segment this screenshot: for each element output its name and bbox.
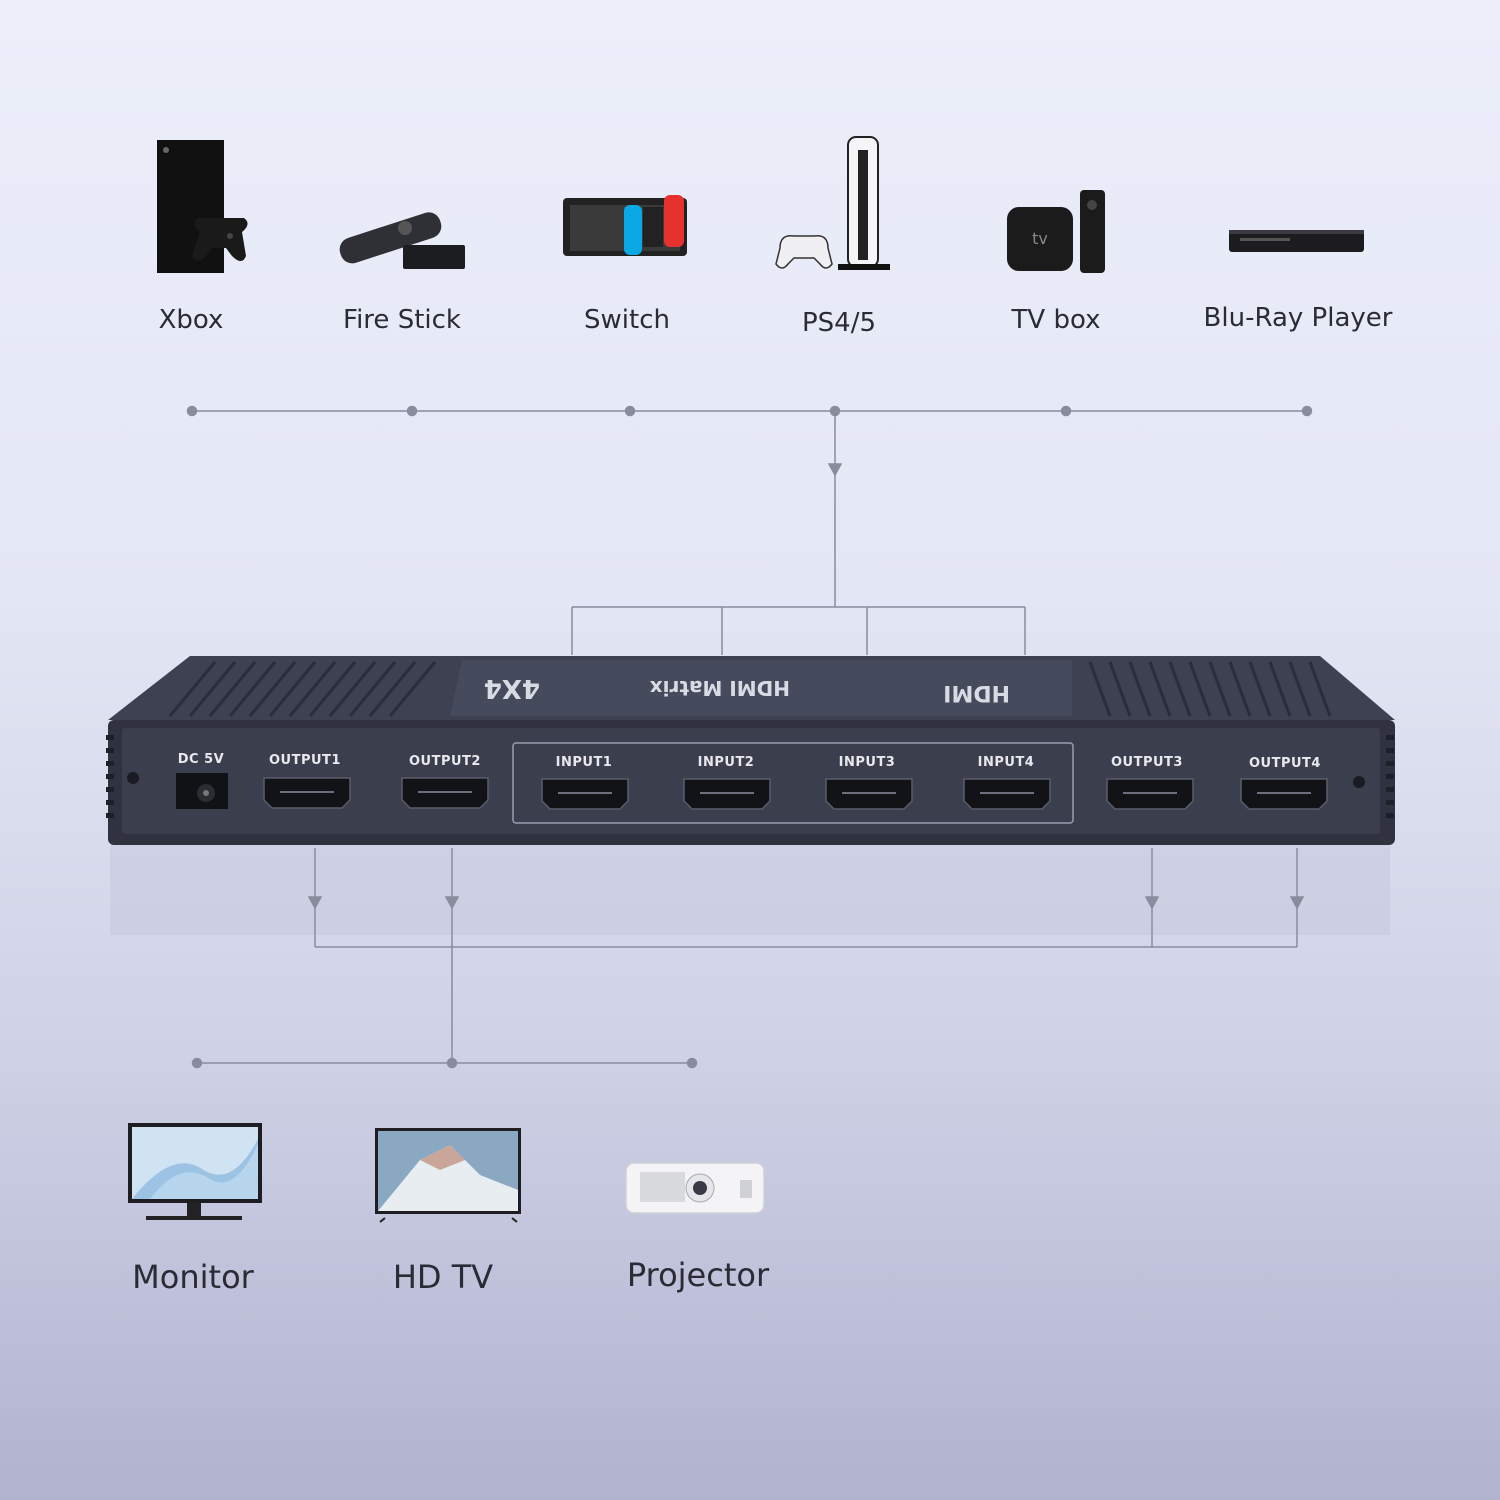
port-label-output4: OUTPUT4 — [1249, 756, 1321, 771]
connector-dot — [191, 1057, 203, 1069]
arrow-down-icon — [1289, 896, 1305, 910]
monitor-icon — [128, 1123, 262, 1220]
connector-dot — [1060, 405, 1072, 417]
connector-dot — [624, 405, 636, 417]
hdmi-logo: HDMI — [943, 680, 1010, 705]
projector-icon — [625, 1162, 765, 1214]
blu-ray-player-icon — [1229, 230, 1364, 252]
fire-stick-icon — [339, 212, 465, 269]
screw-icon — [127, 772, 139, 784]
device-product-text: HDMI Matrix — [650, 676, 790, 700]
source-label-xbox: Xbox — [158, 305, 224, 335]
port-label-output3: OUTPUT3 — [1111, 755, 1183, 770]
display-label-monitor: Monitor — [132, 1258, 254, 1296]
port-label-output2: OUTPUT2 — [409, 754, 481, 769]
arrow-down-icon — [444, 896, 460, 910]
playstation-icon — [775, 136, 890, 270]
output-connector — [191, 848, 1305, 1069]
port-label-input4: INPUT4 — [978, 755, 1035, 770]
source-label-ps: PS4/5 — [801, 308, 877, 338]
source-label-switch: Switch — [584, 305, 670, 335]
connector-dot — [186, 405, 198, 417]
tv-box-icon: tv — [1007, 190, 1105, 273]
hd-tv-icon — [375, 1128, 521, 1223]
connector-dot — [446, 1057, 458, 1069]
port-label-input1: INPUT1 — [556, 755, 613, 770]
xbox-icon — [157, 140, 248, 273]
switch-icon — [563, 195, 687, 256]
source-label-tv-box: TV box — [1011, 305, 1101, 335]
source-label-blu-ray: Blu-Ray Player — [1203, 303, 1393, 333]
connector-dot — [406, 405, 418, 417]
screw-icon — [1353, 776, 1365, 788]
arrow-down-icon — [1144, 896, 1160, 910]
port-label-input3: INPUT3 — [839, 755, 896, 770]
port-label-input2: INPUT2 — [698, 755, 755, 770]
source-connector — [186, 405, 1313, 655]
svg-text:tv: tv — [1032, 229, 1048, 248]
power-label: DC 5V — [178, 752, 224, 767]
arrow-down-icon — [307, 896, 323, 910]
port-label-output1: OUTPUT1 — [269, 753, 341, 768]
input-port-group — [512, 742, 1074, 824]
connector-dot — [686, 1057, 698, 1069]
display-label-hd-tv: HD TV — [392, 1258, 494, 1296]
display-label-projector: Projector — [626, 1256, 770, 1294]
connector-dot — [1301, 405, 1313, 417]
hdmi-matrix-device: 4X4 HDMI Matrix HDMI DC 5V OUTPUT1 OUTPU… — [106, 656, 1395, 845]
device-model-text: 4X4 — [484, 673, 540, 703]
arrow-down-icon — [827, 463, 843, 477]
source-label-fire-stick: Fire Stick — [343, 305, 461, 335]
